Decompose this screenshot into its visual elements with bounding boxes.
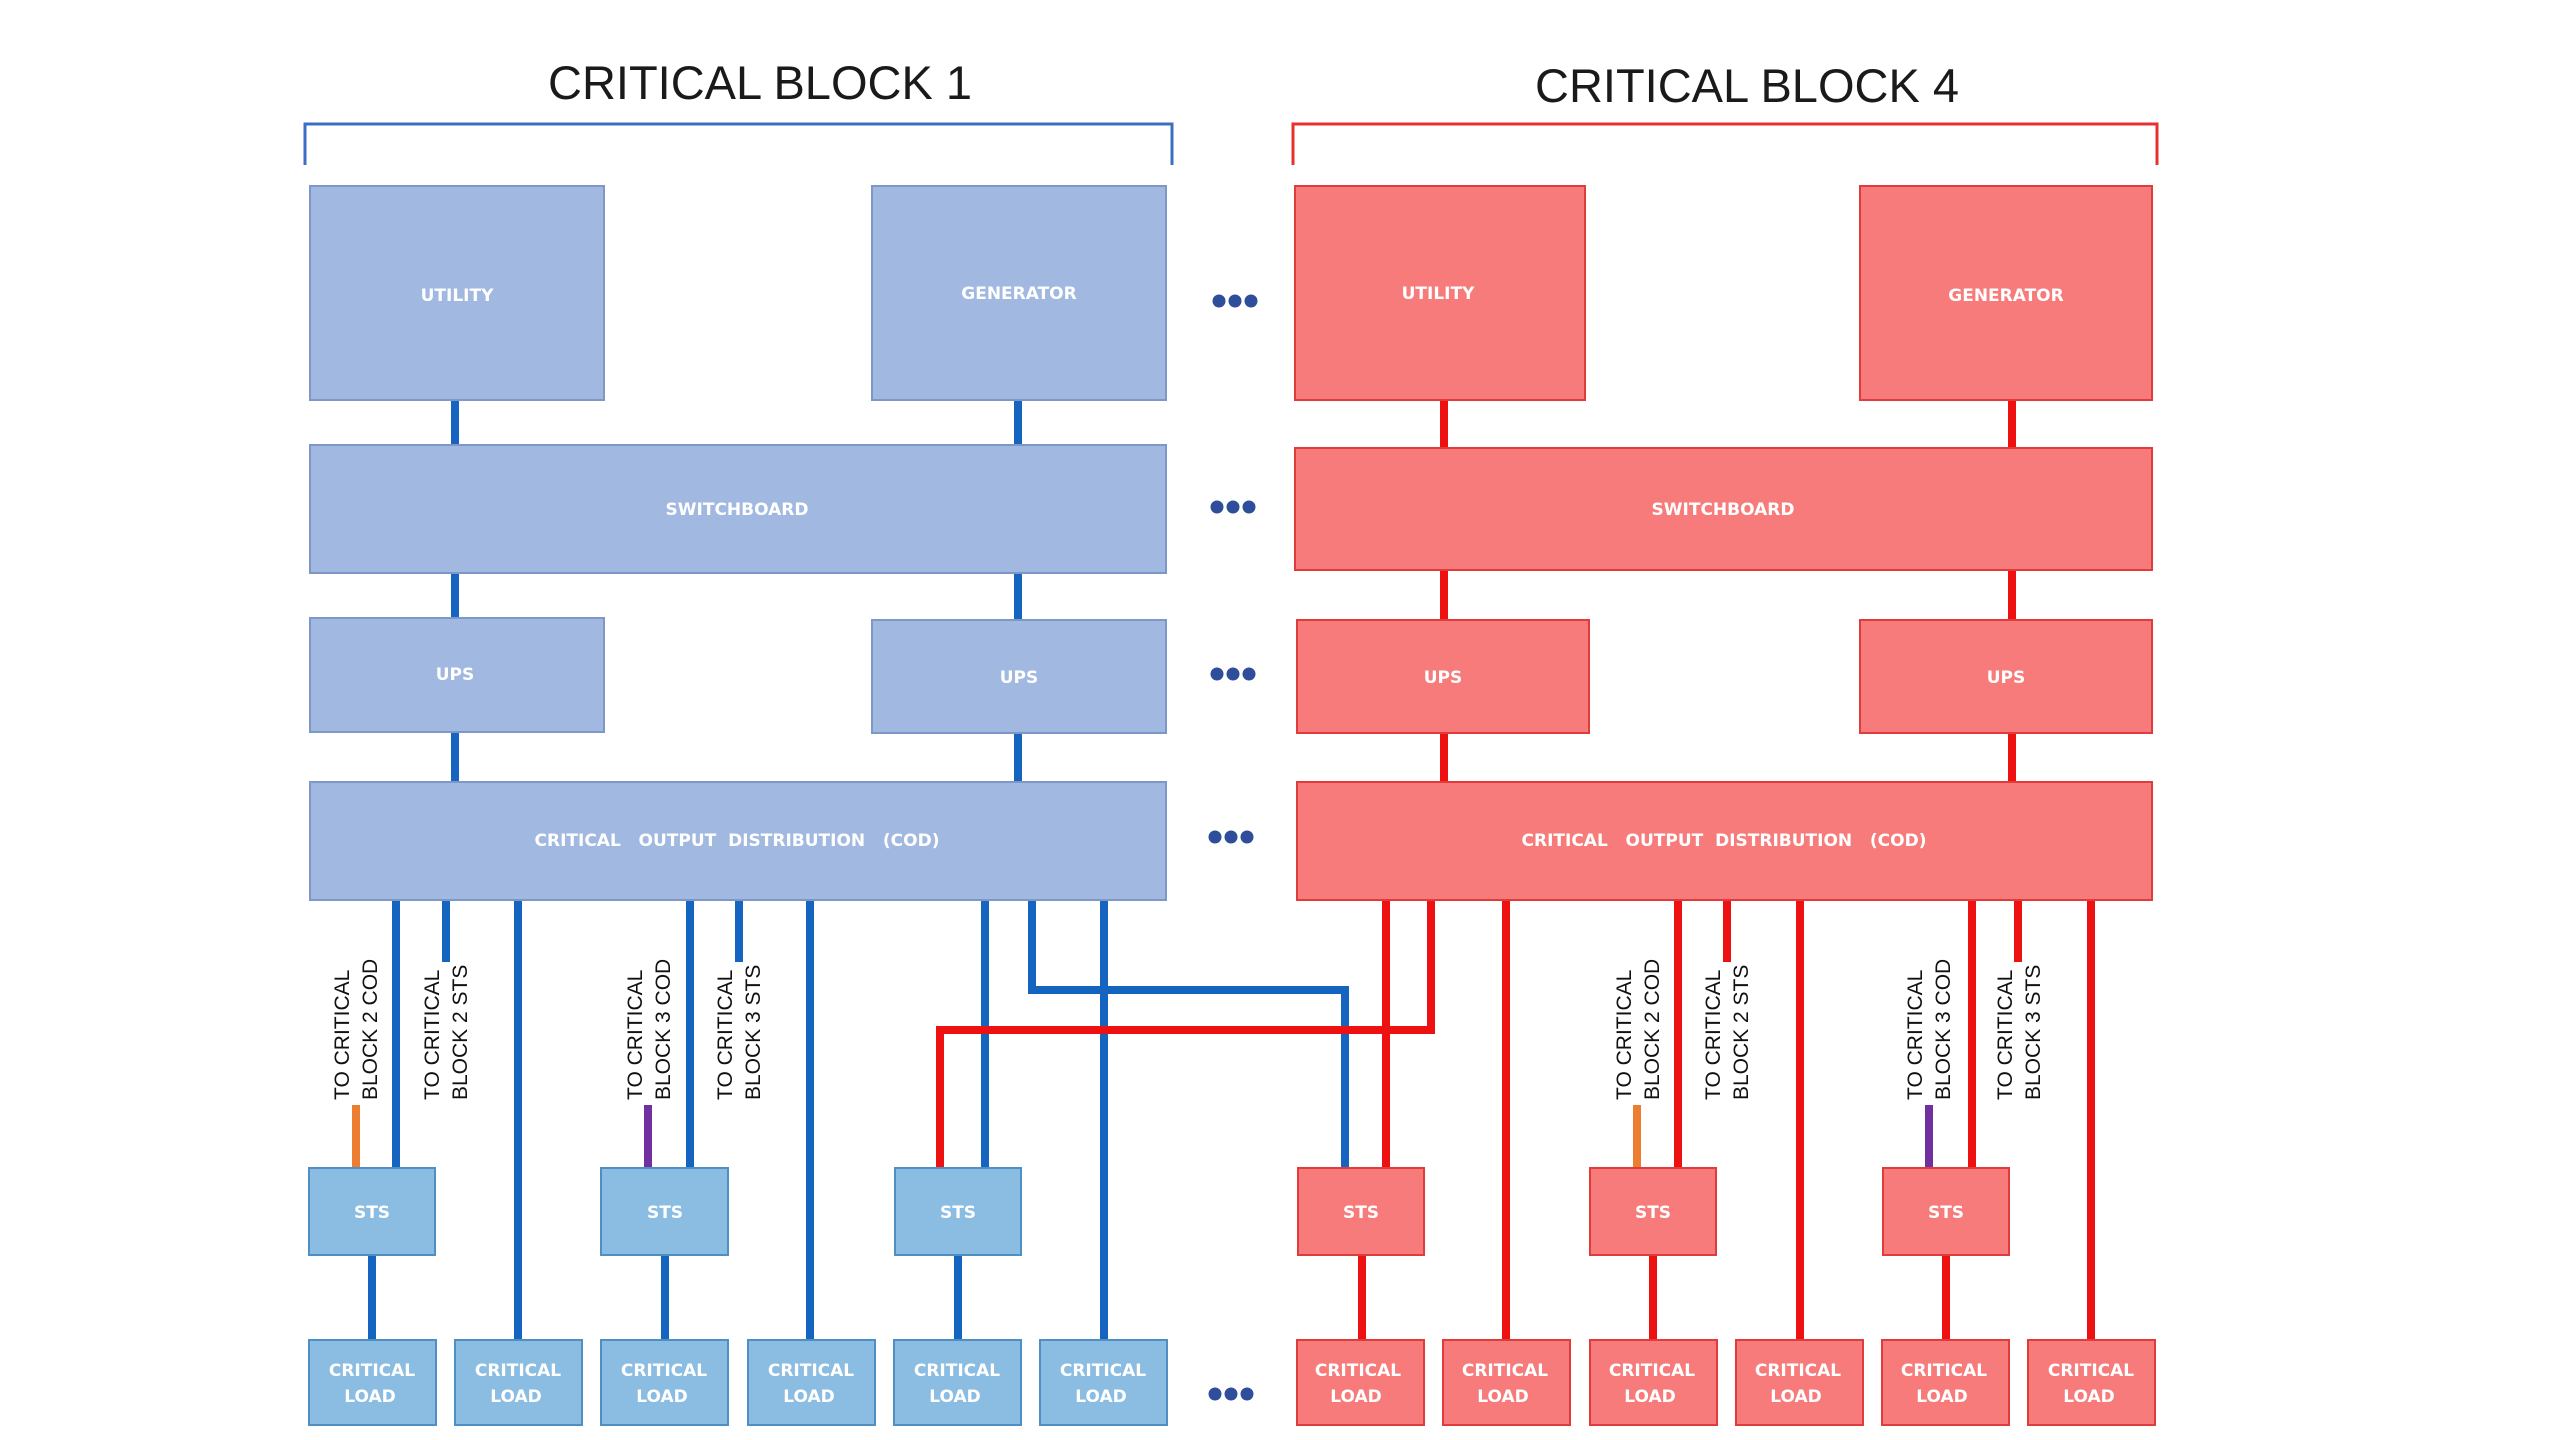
block4-load-5-line2: LOAD: [1916, 1387, 1968, 1407]
block1-load-1-box: [308, 1339, 437, 1426]
block4-load-6-line2: LOAD: [2063, 1387, 2115, 1407]
block1-sts-2-box: [600, 1167, 729, 1256]
block4-feed-labels: TO CRITICAL BLOCK 2 COD TO CRITICAL BLOC…: [1613, 959, 2045, 1100]
block1-wires: [368, 400, 1349, 1340]
block1-loads: CRITICAL LOAD CRITICAL LOAD CRITICAL LOA…: [308, 1339, 1168, 1426]
block1-load-6-line2: LOAD: [1075, 1387, 1127, 1407]
ellipsis-row-loads: [1208, 1387, 1254, 1401]
ellipsis-row-switchboard: [1210, 500, 1256, 514]
block1-load-1-line1: CRITICAL: [329, 1361, 415, 1381]
block4-load-1-line2: LOAD: [1330, 1387, 1382, 1407]
block4-utility-box: [1294, 185, 1586, 401]
block4-load-2-line2: LOAD: [1477, 1387, 1529, 1407]
block4-sts-3-label: STS: [1928, 1203, 1964, 1223]
block1-ups-left-box: [309, 617, 605, 733]
block1-ups-right-box: [871, 619, 1167, 734]
block4-cod-box: [1296, 781, 2153, 901]
ellipsis-row-utility: [1212, 294, 1258, 308]
block4-sts-2-label: STS: [1635, 1203, 1671, 1223]
block4-ups-right-label: UPS: [1987, 668, 2026, 688]
ellipsis-dots: [1208, 294, 1258, 1401]
block4-feed-cod3-label: TO CRITICAL BLOCK 3 COD: [1904, 959, 1955, 1100]
block1-load-4-box: [747, 1339, 876, 1426]
block1-load-6-box: [1039, 1339, 1168, 1426]
block4-load-3-box: [1589, 1339, 1718, 1426]
block1-ups-right-label: UPS: [1000, 668, 1039, 688]
block1-bracket: [303, 122, 1174, 165]
block1-load-6-line1: CRITICAL: [1060, 1361, 1146, 1381]
block1-load-4-line2: LOAD: [783, 1387, 835, 1407]
block1-load-3-line1: CRITICAL: [621, 1361, 707, 1381]
block4-load-3-line1: CRITICAL: [1609, 1361, 1695, 1381]
block4-feed-sts2-label: TO CRITICAL BLOCK 2 STS: [1702, 965, 1753, 1100]
block1-switchboard-label: SWITCHBOARD: [666, 500, 809, 520]
block1-utility-box: [309, 185, 605, 401]
block4-load-6-line1: CRITICAL: [2048, 1361, 2134, 1381]
block1-generator-label: GENERATOR: [961, 284, 1076, 304]
ellipsis-row-cod: [1208, 830, 1254, 844]
block4-load-3-line2: LOAD: [1624, 1387, 1676, 1407]
block1-title: CRITICAL BLOCK 1: [548, 56, 972, 109]
block1-cod-box: [309, 781, 1167, 901]
block1-feed-cod3-label: TO CRITICAL BLOCK 3 COD: [624, 959, 675, 1100]
block1-load-4-line1: CRITICAL: [768, 1361, 854, 1381]
block4-load-4-line1: CRITICAL: [1755, 1361, 1841, 1381]
block4-sts-3-box: [1882, 1167, 2010, 1256]
block1-sts-1-box: [308, 1167, 436, 1256]
block1-generator-box: [871, 185, 1167, 401]
block4-load-5-line1: CRITICAL: [1901, 1361, 1987, 1381]
block4-ups-left-box: [1296, 619, 1590, 734]
block1-load-5-box: [893, 1339, 1022, 1426]
block1-sts-1-label: STS: [354, 1203, 390, 1223]
block4-equipment: UTILITY GENERATOR SWITCHBOARD UPS UPS CR…: [1294, 185, 2153, 1256]
block4-load-5-box: [1881, 1339, 2010, 1426]
block4-load-1-box: [1296, 1339, 1425, 1426]
block4-generator-box: [1859, 185, 2153, 401]
block4-cod-label: CRITICAL OUTPUT DISTRIBUTION (COD): [1522, 831, 1927, 851]
block4-ups-right-box: [1859, 619, 2153, 734]
block4-load-2-line1: CRITICAL: [1462, 1361, 1548, 1381]
block4-title: CRITICAL BLOCK 4: [1535, 59, 1959, 112]
block4-wires: [936, 400, 2095, 1340]
block4-load-6-box: [2027, 1339, 2156, 1426]
block4-switchboard-label: SWITCHBOARD: [1652, 500, 1795, 520]
block1-sts-3-box: [894, 1167, 1022, 1256]
ellipsis-row-ups: [1210, 667, 1256, 681]
block1-switchboard-box: [309, 444, 1167, 574]
block4-sts-1-label: STS: [1343, 1203, 1379, 1223]
block1-load-1-line2: LOAD: [344, 1387, 396, 1407]
block1-load-5-line2: LOAD: [929, 1387, 981, 1407]
block4-load-4-box: [1735, 1339, 1864, 1426]
block1-load-2-line2: LOAD: [490, 1387, 542, 1407]
block1-load-5-line1: CRITICAL: [914, 1361, 1000, 1381]
block1-feed-cod2-label: TO CRITICAL BLOCK 2 COD: [331, 959, 382, 1100]
block1-load-2-box: [454, 1339, 583, 1426]
block4-ups-left-label: UPS: [1424, 668, 1463, 688]
block1-sts-2-label: STS: [647, 1203, 683, 1223]
block4-load-2-box: [1442, 1339, 1571, 1426]
block4-loads: CRITICAL LOAD CRITICAL LOAD CRITICAL LOA…: [1296, 1339, 2156, 1426]
block1-load-2-line1: CRITICAL: [475, 1361, 561, 1381]
block1-utility-label: UTILITY: [421, 286, 494, 306]
block1-feed-sts3-label: TO CRITICAL BLOCK 3 STS: [714, 965, 765, 1100]
block1-load-3-box: [600, 1339, 729, 1426]
block4-feed-cod2-label: TO CRITICAL BLOCK 2 COD: [1613, 959, 1664, 1100]
block4-utility-label: UTILITY: [1402, 284, 1475, 304]
block4-generator-label: GENERATOR: [1948, 286, 2063, 306]
block4-load-4-line2: LOAD: [1770, 1387, 1822, 1407]
block4-sts-2-box: [1589, 1167, 1717, 1256]
block4-feed-sts3-label: TO CRITICAL BLOCK 3 STS: [1994, 965, 2045, 1100]
block4-switchboard-box: [1294, 447, 2153, 571]
block1-feed-labels: TO CRITICAL BLOCK 2 COD TO CRITICAL BLOC…: [331, 959, 765, 1100]
block1-feed-sts2-label: TO CRITICAL BLOCK 2 STS: [421, 965, 472, 1100]
block1-sts-3-label: STS: [940, 1203, 976, 1223]
block4-bracket: [1291, 122, 2159, 165]
block4-load-1-line1: CRITICAL: [1315, 1361, 1401, 1381]
block4-sts-1-box: [1297, 1167, 1425, 1256]
block1-cod-label: CRITICAL OUTPUT DISTRIBUTION (COD): [535, 831, 940, 851]
block1-ups-left-label: UPS: [436, 665, 475, 685]
block1-equipment: UTILITY GENERATOR SWITCHBOARD UPS UPS CR…: [308, 185, 1167, 1256]
block1-load-3-line2: LOAD: [636, 1387, 688, 1407]
